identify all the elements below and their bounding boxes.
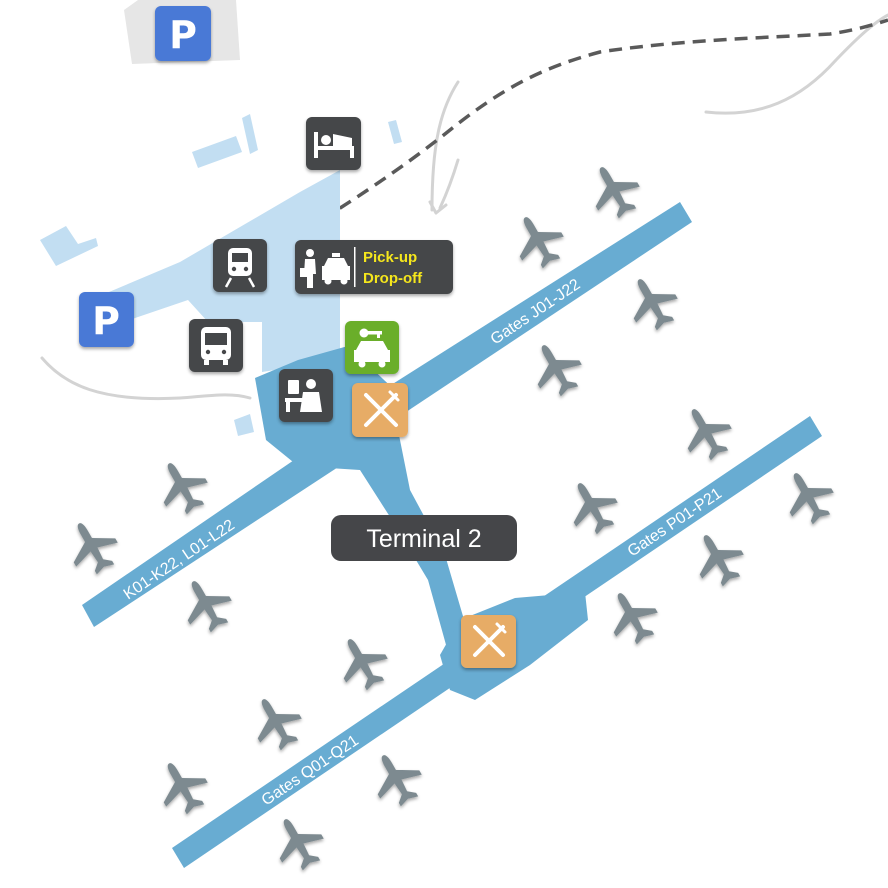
restaurant-marker-terminal[interactable] xyxy=(352,383,408,437)
fork-knife-icon xyxy=(364,390,400,427)
landside-block-e xyxy=(234,414,254,436)
airplane-icon xyxy=(684,523,753,594)
road-arrow xyxy=(428,200,448,215)
terminal-name: Terminal 2 xyxy=(366,525,481,553)
railway-line xyxy=(267,18,888,254)
pier-j-body xyxy=(380,202,692,420)
landside-block-c xyxy=(388,120,402,144)
airplane-icon xyxy=(522,333,591,404)
airplane-icon xyxy=(242,687,311,758)
airplane-icon xyxy=(618,267,687,338)
passport-control-marker[interactable] xyxy=(279,369,333,422)
airplane-icon xyxy=(58,511,127,582)
airplane-icon xyxy=(558,471,627,542)
train-marker[interactable] xyxy=(213,239,267,292)
fork-knife-icon xyxy=(473,622,507,657)
road-west xyxy=(40,356,252,401)
parking-north[interactable]: P xyxy=(155,6,211,61)
car-rental-icon xyxy=(354,328,390,368)
bed-icon xyxy=(314,132,354,158)
pier-q-label: Gates Q01-Q21 xyxy=(259,732,362,809)
pier-kl-body xyxy=(82,430,355,627)
airplane-icon xyxy=(148,751,217,822)
road-curve-north-2 xyxy=(438,158,460,210)
terminal-label: Terminal 2 xyxy=(331,515,517,561)
taxi-passenger-icon xyxy=(300,249,350,288)
passport-control-icon xyxy=(285,379,322,412)
pickup-dropoff-marker[interactable]: Pick-up Drop-off xyxy=(295,240,453,294)
pickup-label: Pick-up xyxy=(363,249,417,266)
road-curve-north xyxy=(430,80,460,212)
pier-j-label: Gates J01-J22 xyxy=(488,276,584,348)
airplane-icon xyxy=(672,397,741,468)
airplane-icon xyxy=(328,627,397,698)
dropoff-label: Drop-off xyxy=(363,270,423,287)
restaurant-marker-pier[interactable] xyxy=(461,615,516,668)
airplane-icon xyxy=(264,807,333,878)
landside-block-d xyxy=(40,226,98,266)
airplane-icon xyxy=(504,205,573,276)
airplane-icon xyxy=(598,581,667,652)
bus-icon xyxy=(201,327,231,365)
pier-kl-label: K01-K22, L01-L22 xyxy=(121,517,238,604)
airplane-icon xyxy=(172,569,241,640)
car-rental-marker[interactable] xyxy=(345,321,399,374)
landside-block-a xyxy=(192,136,242,168)
parking-icon: P xyxy=(92,299,120,343)
airplane-icon xyxy=(580,155,649,226)
bus-marker[interactable] xyxy=(189,319,243,372)
airplane-icon xyxy=(362,743,431,814)
airplane-icon xyxy=(774,461,843,532)
train-icon xyxy=(224,248,256,288)
parking-icon: P xyxy=(169,13,197,57)
parking-west[interactable]: P xyxy=(79,292,134,347)
landside-block-b xyxy=(242,114,258,154)
hotel-marker[interactable] xyxy=(306,117,361,170)
airplane-icon xyxy=(148,451,217,522)
